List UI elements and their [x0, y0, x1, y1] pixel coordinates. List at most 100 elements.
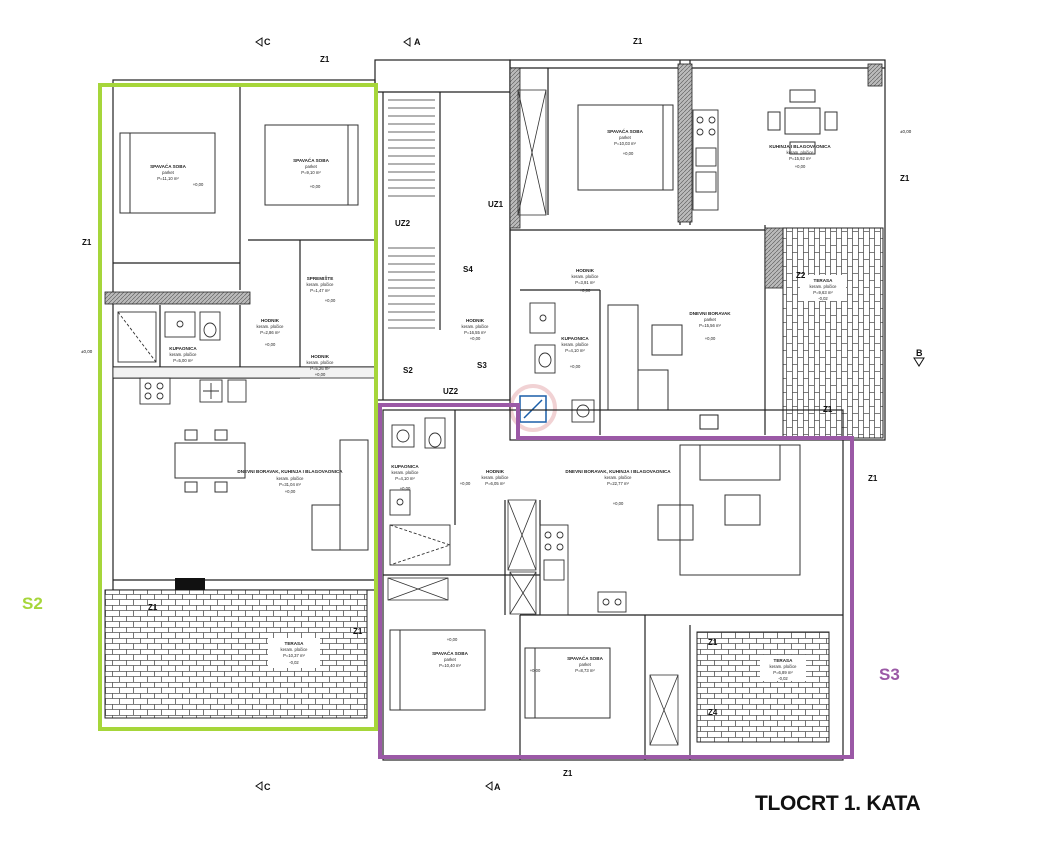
svg-text:parket: parket — [704, 317, 716, 322]
s2-kitchen — [139, 377, 247, 405]
svg-text:parket: parket — [162, 170, 174, 175]
s3-walls — [382, 409, 844, 761]
svg-text:-0,02: -0,02 — [289, 660, 299, 665]
svg-text:HODNIK: HODNIK — [486, 469, 505, 474]
room-stair-hall: HODNIK keram. pločice P=16,55 m² +0,00 — [462, 318, 490, 341]
section-marker-c-top: C — [255, 37, 271, 47]
s3-terrace-tiles — [696, 631, 830, 743]
s2-sofa — [311, 439, 369, 551]
svg-text:P=10,37 m²: P=10,37 m² — [283, 653, 305, 658]
svg-text:TERASA: TERASA — [285, 641, 305, 646]
svg-text:keram. pločice: keram. pločice — [572, 274, 600, 279]
svg-text:keram. pločice: keram. pločice — [787, 150, 815, 155]
s3-closets — [387, 499, 679, 746]
svg-text:keram. pločice: keram. pločice — [810, 284, 838, 289]
svg-text:B: B — [916, 348, 923, 358]
s4-bathroom-fixtures — [529, 302, 595, 423]
tag-z1: Z1 Z1 Z1 Z1 Z1 Z1 Z1 Z1 Z1 Z1 — [82, 37, 910, 778]
svg-text:Z1: Z1 — [633, 37, 643, 46]
svg-text:-0,02: -0,02 — [778, 676, 788, 681]
svg-text:C: C — [264, 782, 271, 792]
svg-text:Z1: Z1 — [900, 174, 910, 183]
svg-text:keram. pločice: keram. pločice — [392, 470, 420, 475]
svg-text:P=6,05 m²: P=6,05 m² — [485, 481, 505, 486]
svg-text:+0,00: +0,00 — [530, 668, 541, 673]
svg-text:keram. pločice: keram. pločice — [307, 360, 335, 365]
s2-bed2-bed — [264, 124, 359, 206]
s3-bathroom-fixtures — [389, 417, 452, 566]
tag-s3-entry: S3 — [477, 361, 487, 370]
svg-text:A: A — [494, 782, 501, 792]
svg-text:keram. pločice: keram. pločice — [277, 476, 305, 481]
room-s4-bed: SPAVAĆA SOBA parket P=10,03 m² +0,00 — [607, 127, 643, 156]
s4-wall-hatch-left — [509, 67, 521, 229]
svg-text:DNEVNI BORAVAK, KUHINJA I BLAG: DNEVNI BORAVAK, KUHINJA I BLAGOVAONICA — [237, 469, 343, 474]
svg-text:+0,00: +0,00 — [285, 489, 296, 494]
svg-text:Z1: Z1 — [320, 55, 330, 64]
svg-text:HODNIK: HODNIK — [311, 354, 330, 359]
svg-text:P=1,47 m²: P=1,47 m² — [310, 288, 330, 293]
svg-text:A: A — [414, 37, 421, 47]
plan-title: TLOCRT 1. KATA — [755, 792, 921, 815]
s4-wall-hatch-mid — [677, 63, 693, 223]
section-marker-b-right: B — [913, 348, 925, 367]
s3-bed1 — [389, 629, 486, 711]
room-s2-living: DNEVNI BORAVAK, KUHINJA I BLAGOVAONICA k… — [237, 469, 343, 494]
tag-uz1: UZ1 — [488, 200, 504, 209]
svg-text:keram. pločice: keram. pločice — [605, 475, 633, 480]
s2-wall-band — [112, 366, 376, 379]
room-s3-bed1: SPAVAĆA SOBA parket P=10,40 m² +0,00 — [432, 637, 468, 668]
svg-text:DNEVNI BORAVAK, KUHINJA I BLAG: DNEVNI BORAVAK, KUHINJA I BLAGOVAONICA — [565, 469, 671, 474]
svg-text:Z1: Z1 — [82, 238, 92, 247]
s4-wall-hatch-right — [764, 227, 784, 289]
section-marker-c-bottom: C — [255, 781, 271, 792]
svg-text:P=5,26 m²: P=5,26 m² — [310, 366, 330, 371]
s2-wall-black — [175, 578, 205, 590]
tag-uz2-lower: UZ2 — [443, 387, 459, 396]
svg-text:P=3,91 m²: P=3,91 m² — [575, 280, 595, 285]
room-s3-hall: HODNIK keram. pločice P=6,05 m² +0,00 — [460, 469, 509, 486]
svg-text:P=8,73 m²: P=8,73 m² — [575, 668, 595, 673]
svg-text:Z1: Z1 — [868, 474, 878, 483]
s2-bathroom-fixtures — [117, 311, 221, 363]
svg-text:P=10,40 m²: P=10,40 m² — [439, 663, 461, 668]
svg-text:keram. pločice: keram. pločice — [562, 342, 590, 347]
s4-bed — [577, 104, 674, 191]
svg-text:KUPAONICA: KUPAONICA — [169, 346, 197, 351]
svg-text:+0,00: +0,00 — [310, 184, 321, 189]
s4-meter — [699, 414, 719, 430]
svg-text:+0,00: +0,00 — [705, 336, 716, 341]
svg-text:+0,00: +0,00 — [460, 481, 471, 486]
svg-text:P=16,55 m²: P=16,55 m² — [464, 330, 486, 335]
svg-text:Z1: Z1 — [353, 627, 363, 636]
s2-outline — [98, 83, 378, 731]
svg-text:parket: parket — [579, 662, 591, 667]
svg-text:Z1: Z1 — [563, 769, 573, 778]
room-s2-hall2: HODNIK keram. pločice P=5,26 m² +0,00 — [307, 354, 335, 377]
svg-text:+0,00: +0,00 — [315, 372, 326, 377]
svg-text:P=9,10 m²: P=9,10 m² — [301, 170, 321, 175]
room-s4-bath: KUPAONICA keram. pločice P=4,10 m² +0,00 — [561, 336, 589, 369]
svg-text:parket: parket — [619, 135, 631, 140]
svg-text:P=5,00 m²: P=5,00 m² — [173, 358, 193, 363]
svg-text:SPAVAĆA SOBA: SPAVAĆA SOBA — [293, 156, 329, 163]
svg-text:keram. pločice: keram. pločice — [462, 324, 490, 329]
svg-text:TERASA: TERASA — [774, 658, 794, 663]
svg-text:+0,00: +0,00 — [447, 637, 458, 642]
level-right: ±0,00 — [900, 129, 912, 134]
s4-closet-cross — [517, 89, 547, 216]
s3-living-furniture — [657, 444, 801, 576]
svg-text:SPAVAĆA SOBA: SPAVAĆA SOBA — [150, 162, 186, 169]
room-s4-kitchen: KUHINJA I BLAGOVAONICA keram. pločice P=… — [769, 144, 831, 169]
room-s2-terrace: TERASA keram. pločice P=10,37 m² -0,02 — [268, 638, 320, 668]
room-s3-bath: KUPAONICA keram. pločice P=4,10 m² +0,00 — [391, 464, 419, 491]
svg-text:TERASA: TERASA — [814, 278, 834, 283]
room-s2-bed2: SPAVAĆA SOBA parket P=9,10 m² +0,00 — [293, 156, 329, 189]
svg-text:+0,00: +0,00 — [613, 501, 624, 506]
svg-text:SPAVAĆA SOBA: SPAVAĆA SOBA — [567, 654, 603, 661]
svg-text:SPAVAĆA SOBA: SPAVAĆA SOBA — [607, 127, 643, 134]
s4-column — [867, 63, 883, 87]
svg-text:+0,00: +0,00 — [570, 364, 581, 369]
svg-text:KUHINJA I BLAGOVAONICA: KUHINJA I BLAGOVAONICA — [769, 144, 831, 149]
svg-text:P=4,10 m²: P=4,10 m² — [565, 348, 585, 353]
